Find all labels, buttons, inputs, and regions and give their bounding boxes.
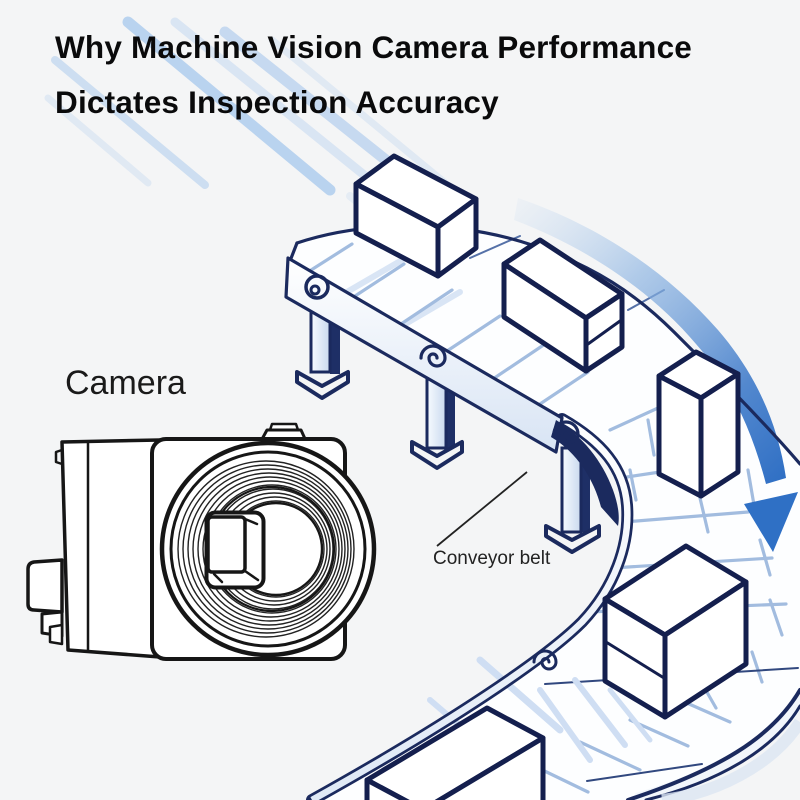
package-boxes — [353, 153, 749, 800]
bend-shadow-wedge — [551, 420, 619, 526]
package-box — [501, 237, 625, 374]
rollers — [304, 274, 580, 671]
package-box — [656, 349, 741, 499]
spiral-roller-icon — [552, 420, 580, 444]
leg-foot — [295, 370, 350, 400]
mount-bracket — [48, 623, 64, 646]
conveyor-illustration — [284, 153, 800, 800]
roller-icon — [309, 284, 321, 296]
lens-aperture — [204, 510, 266, 590]
camera-lens — [159, 440, 377, 658]
page-title-line2: Dictates Inspection Accuracy — [55, 84, 499, 120]
leg-foot — [410, 440, 464, 470]
belt-slats — [306, 235, 799, 794]
page-title: Why Machine Vision Camera Performance Di… — [55, 20, 795, 130]
label-pointer-line — [436, 471, 528, 547]
flow-arrow-icon — [514, 198, 798, 552]
package-box — [602, 543, 749, 720]
roller-icon — [304, 274, 330, 300]
mount-bracket — [26, 558, 64, 614]
camera-illustration — [26, 422, 377, 661]
package-box — [353, 153, 479, 279]
leg-foot — [544, 524, 601, 554]
package-box — [364, 705, 546, 800]
conveyor-belt-label: Conveyor belt — [433, 548, 551, 569]
page-title-line1: Why Machine Vision Camera Performance — [55, 29, 693, 65]
camera-label: Camera — [65, 364, 186, 402]
spiral-roller-icon — [532, 649, 558, 671]
spiral-roller-icon — [419, 344, 447, 368]
side-rail — [284, 256, 564, 454]
